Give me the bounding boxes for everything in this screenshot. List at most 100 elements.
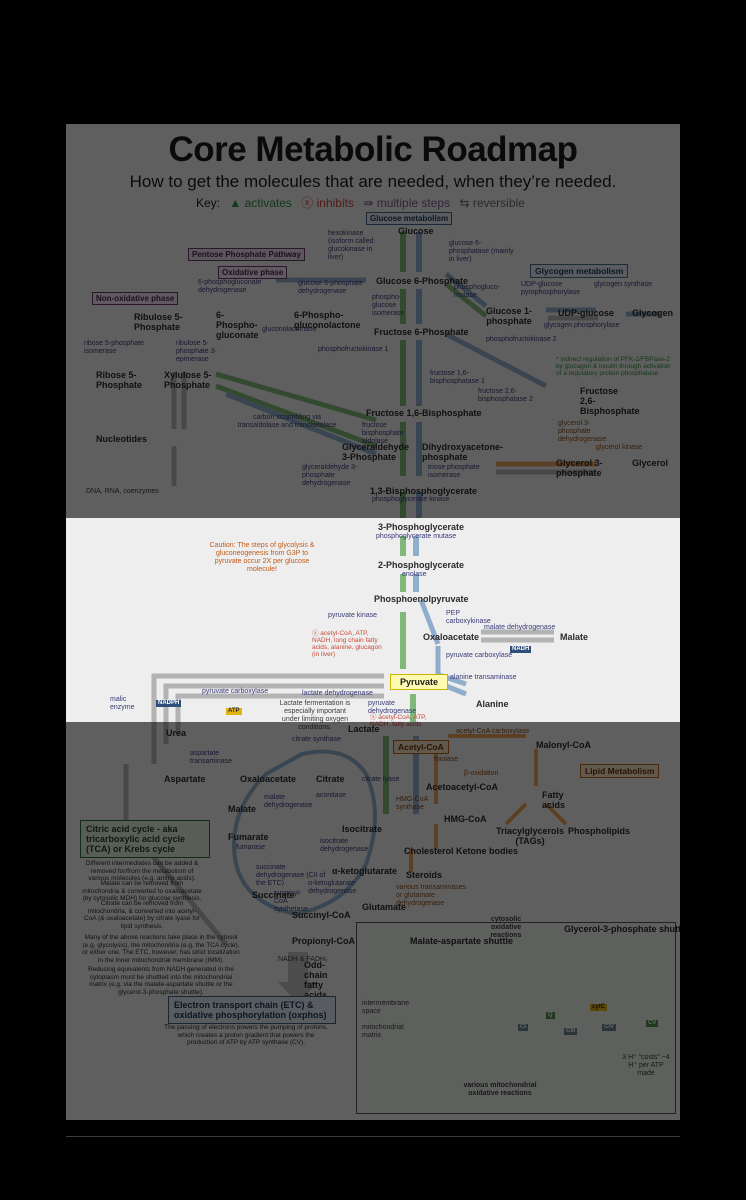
enzyme-rpe: ribulose 5-phosphate 3-epimerase <box>176 340 217 363</box>
enzyme-fbp2: fructose 2,6-bisphosphatase 2 <box>478 388 533 403</box>
molecule-pep: Phosphoenolpyruvate <box>374 594 469 604</box>
molecule-13bpg: 1,3-Bisphosphoglycerate <box>370 486 478 496</box>
section-lipid-metabolism: Lipid Metabolism <box>580 764 660 778</box>
enzyme-g6pdh: glucose 6-phosphate dehydrogenase <box>298 280 363 295</box>
enzyme-pk: pyruvate kinase <box>328 612 378 619</box>
section-non-oxidative-phase: Non-oxidative phase <box>92 292 179 305</box>
enzyme-citrate-synthase: citrate synthase <box>292 736 342 743</box>
molecule-glycogen: Glycogen <box>632 308 674 318</box>
bottom-divider <box>66 1136 680 1137</box>
molecule-aspartate: Aspartate <box>164 774 206 784</box>
molecule-malate-mito: Malate <box>228 804 257 814</box>
molecule-dna: DNA, RNA, coenzymes <box>86 488 159 495</box>
enzyme-ldh: lactate dehydrogenase <box>302 690 373 697</box>
enzyme-udp-ppase: UDP-glucose pyrophosphorylase <box>521 281 581 296</box>
molecule-malonyl-coa: Malonyl-CoA <box>536 740 591 750</box>
etc-note: The passing of electrons powers the pump… <box>164 1024 328 1046</box>
enzyme-glycogen-synthase: glycogen synthase <box>594 281 652 288</box>
mito-ox-label: various mitochondrial oxidative reaction… <box>463 1082 537 1097</box>
molecule-udp-glucose: UDP-glucose <box>558 308 615 318</box>
section-pentose-phosphate: Pentose Phosphate Pathway <box>188 248 305 261</box>
molecule-oaa-mito: Oxaloacetate <box>240 774 297 784</box>
complex-ciii: CIII <box>564 1028 578 1035</box>
enzyme-pgdh: 6-phosphogluconate dehydrogenase <box>198 279 262 294</box>
cytc: cytC <box>590 1004 608 1011</box>
molecule-phospholipids: Phospholipids <box>568 826 630 836</box>
enzyme-aconitase: aconitase <box>316 792 346 799</box>
molecule-pyruvate: Pyruvate <box>390 674 449 690</box>
molecule-g1p: Glucose 1-phosphate <box>485 306 532 326</box>
tca-note-citrate: Citrate can be removed from mitochondria… <box>84 900 200 930</box>
cofactor-atp-pc: ATP <box>226 708 242 715</box>
molecule-ribulose5p: Ribulose 5-Phosphate <box>134 312 183 332</box>
enzyme-mdh: malate dehydrogenase <box>264 794 313 809</box>
pdh-regulators: ⓧ acetyl-CoA, ATP, NADH, fatty acids <box>370 714 427 728</box>
enzyme-transaminases: various transaminases or glutamate dehyd… <box>396 884 467 907</box>
enzyme-hmg-synthase: HMG-CoA synthase <box>396 796 428 811</box>
pfk2-regulation-note: * indirect regulation of PFK-2/FBPase-2 … <box>556 356 671 377</box>
complex-cv: CV <box>646 1020 659 1027</box>
molecule-6pgl: 6-Phospho-gluconolactone <box>294 310 361 330</box>
enzyme-enolase: enolase <box>402 571 427 578</box>
molecule-propionyl-coa: Propionyl-CoA <box>292 936 355 946</box>
cofactor-nadph-malic: NADPH <box>156 700 182 707</box>
enzyme-pc-mito: pyruvate carboxylase <box>202 688 269 695</box>
enzyme-rpi: ribose 5-phosphate isomerase <box>84 340 144 355</box>
enzyme-fumarase: fumarase <box>236 844 266 851</box>
enzyme-pgam: phosphoglycerate mutase <box>376 533 457 540</box>
enzyme-scrambling: carbon scrambling via transaldolase and … <box>237 414 337 429</box>
molecule-hmg-coa: HMG-CoA <box>444 814 487 824</box>
molecule-odd-chain: Odd-chain fatty acids <box>304 960 328 1000</box>
molecule-fatty-acids: Fatty acids <box>542 790 566 810</box>
molecule-fumarate: Fumarate <box>228 832 269 842</box>
compartments-note: Many of the above reactions take place i… <box>82 934 240 964</box>
enzyme-beta-ox: β-oxidation <box>464 770 499 777</box>
molecule-urea: Urea <box>166 728 187 738</box>
section-oxidative-phase: Oxidative phase <box>218 266 288 279</box>
molecule-xylulose5p: Xylulose 5-Phosphate <box>164 370 212 390</box>
enzyme-acc: acetyl-CoA carboxylase <box>456 728 530 735</box>
molecule-ribose5p: Ribose 5-Phosphate <box>96 370 143 390</box>
enzyme-pc: pyruvate carboxylase <box>446 652 513 659</box>
section-malate-shuttle: Malate-aspartate shuttle <box>410 936 514 946</box>
molecule-nucleotides: Nucleotides <box>96 434 148 444</box>
enzyme-mdh-cyt: malate dehydrogenase <box>484 624 556 631</box>
enzyme-hexokinase: hexokinase (isoform called glucokinase i… <box>328 230 374 261</box>
enzyme-thiolase: thiolase <box>434 756 459 763</box>
enzyme-citrate-lyase: citrate lyase <box>362 776 400 783</box>
enzyme-ast: aspartate transaminase <box>190 750 233 765</box>
molecule-ketone-bodies: Ketone bodies <box>456 846 519 856</box>
lactate-note: Lactate fermentation is especially impor… <box>279 700 351 731</box>
enzyme-alt: alanine transaminase <box>450 674 517 681</box>
enzyme-glycogen-phosphorylase: glycogen phosphorylase <box>544 322 620 329</box>
molecule-citrate: Citrate <box>316 774 345 784</box>
molecule-glycerol3p: Glycerol 3-phosphate <box>556 458 603 478</box>
enzyme-pfk1: phosphofructokinase 1 <box>318 346 389 353</box>
molecule-3pg: 3-Phosphoglycerate <box>378 522 465 532</box>
molecule-6pg: 6-Phospho-gluconate <box>216 310 259 340</box>
molecule-f16bp: Fructose 1,6-Bisphosphate <box>366 408 482 418</box>
molecule-oaa: Oxaloacetate <box>423 632 480 642</box>
enzyme-pgi: phospho-glucose isomerase <box>372 294 405 317</box>
molecule-acetoacetyl-coa: Acetoacetyl-CoA <box>426 782 499 792</box>
molecule-acetyl-coa: Acetyl-CoA <box>393 740 449 754</box>
molecule-glycerol: Glycerol <box>632 458 669 468</box>
enzyme-fbp1: fructose 1,6-bisphosphatase 1 <box>430 370 485 385</box>
molecule-2pg: 2-Phosphoglycerate <box>378 560 465 570</box>
molecule-gap: Glyceraldehyde 3-Phosphate <box>342 442 410 462</box>
section-etc-title: Electron transport chain (ETC) & oxidati… <box>168 996 336 1024</box>
section-glycogen-metabolism: Glycogen metabolism <box>530 264 629 278</box>
molecule-dhap: Dihydroxyacetone-phosphate <box>422 442 504 462</box>
molecule-alanine: Alanine <box>476 699 509 709</box>
molecule-tags: Triacylglycerols (TAGs) <box>495 826 565 846</box>
enzyme-g6pase: glucose 6-phosphatase (mainly in liver) <box>449 240 514 263</box>
section-glucose-metabolism: Glucose metabolism <box>366 212 453 225</box>
molecule-succinate: Succinate <box>252 890 295 900</box>
cofactor-nadh-mdh: NADH <box>510 646 532 653</box>
molecule-cholesterol: Cholesterol <box>404 846 454 856</box>
enzyme-pepck: PEP carboxykinase <box>446 610 491 625</box>
molecule-glucose: Glucose <box>398 226 434 236</box>
molecule-isocitrate: Isocitrate <box>342 824 383 834</box>
molecule-f6p: Fructose 6-Phosphate <box>374 327 469 337</box>
molecule-akg: α-ketoglutarate <box>332 866 398 876</box>
